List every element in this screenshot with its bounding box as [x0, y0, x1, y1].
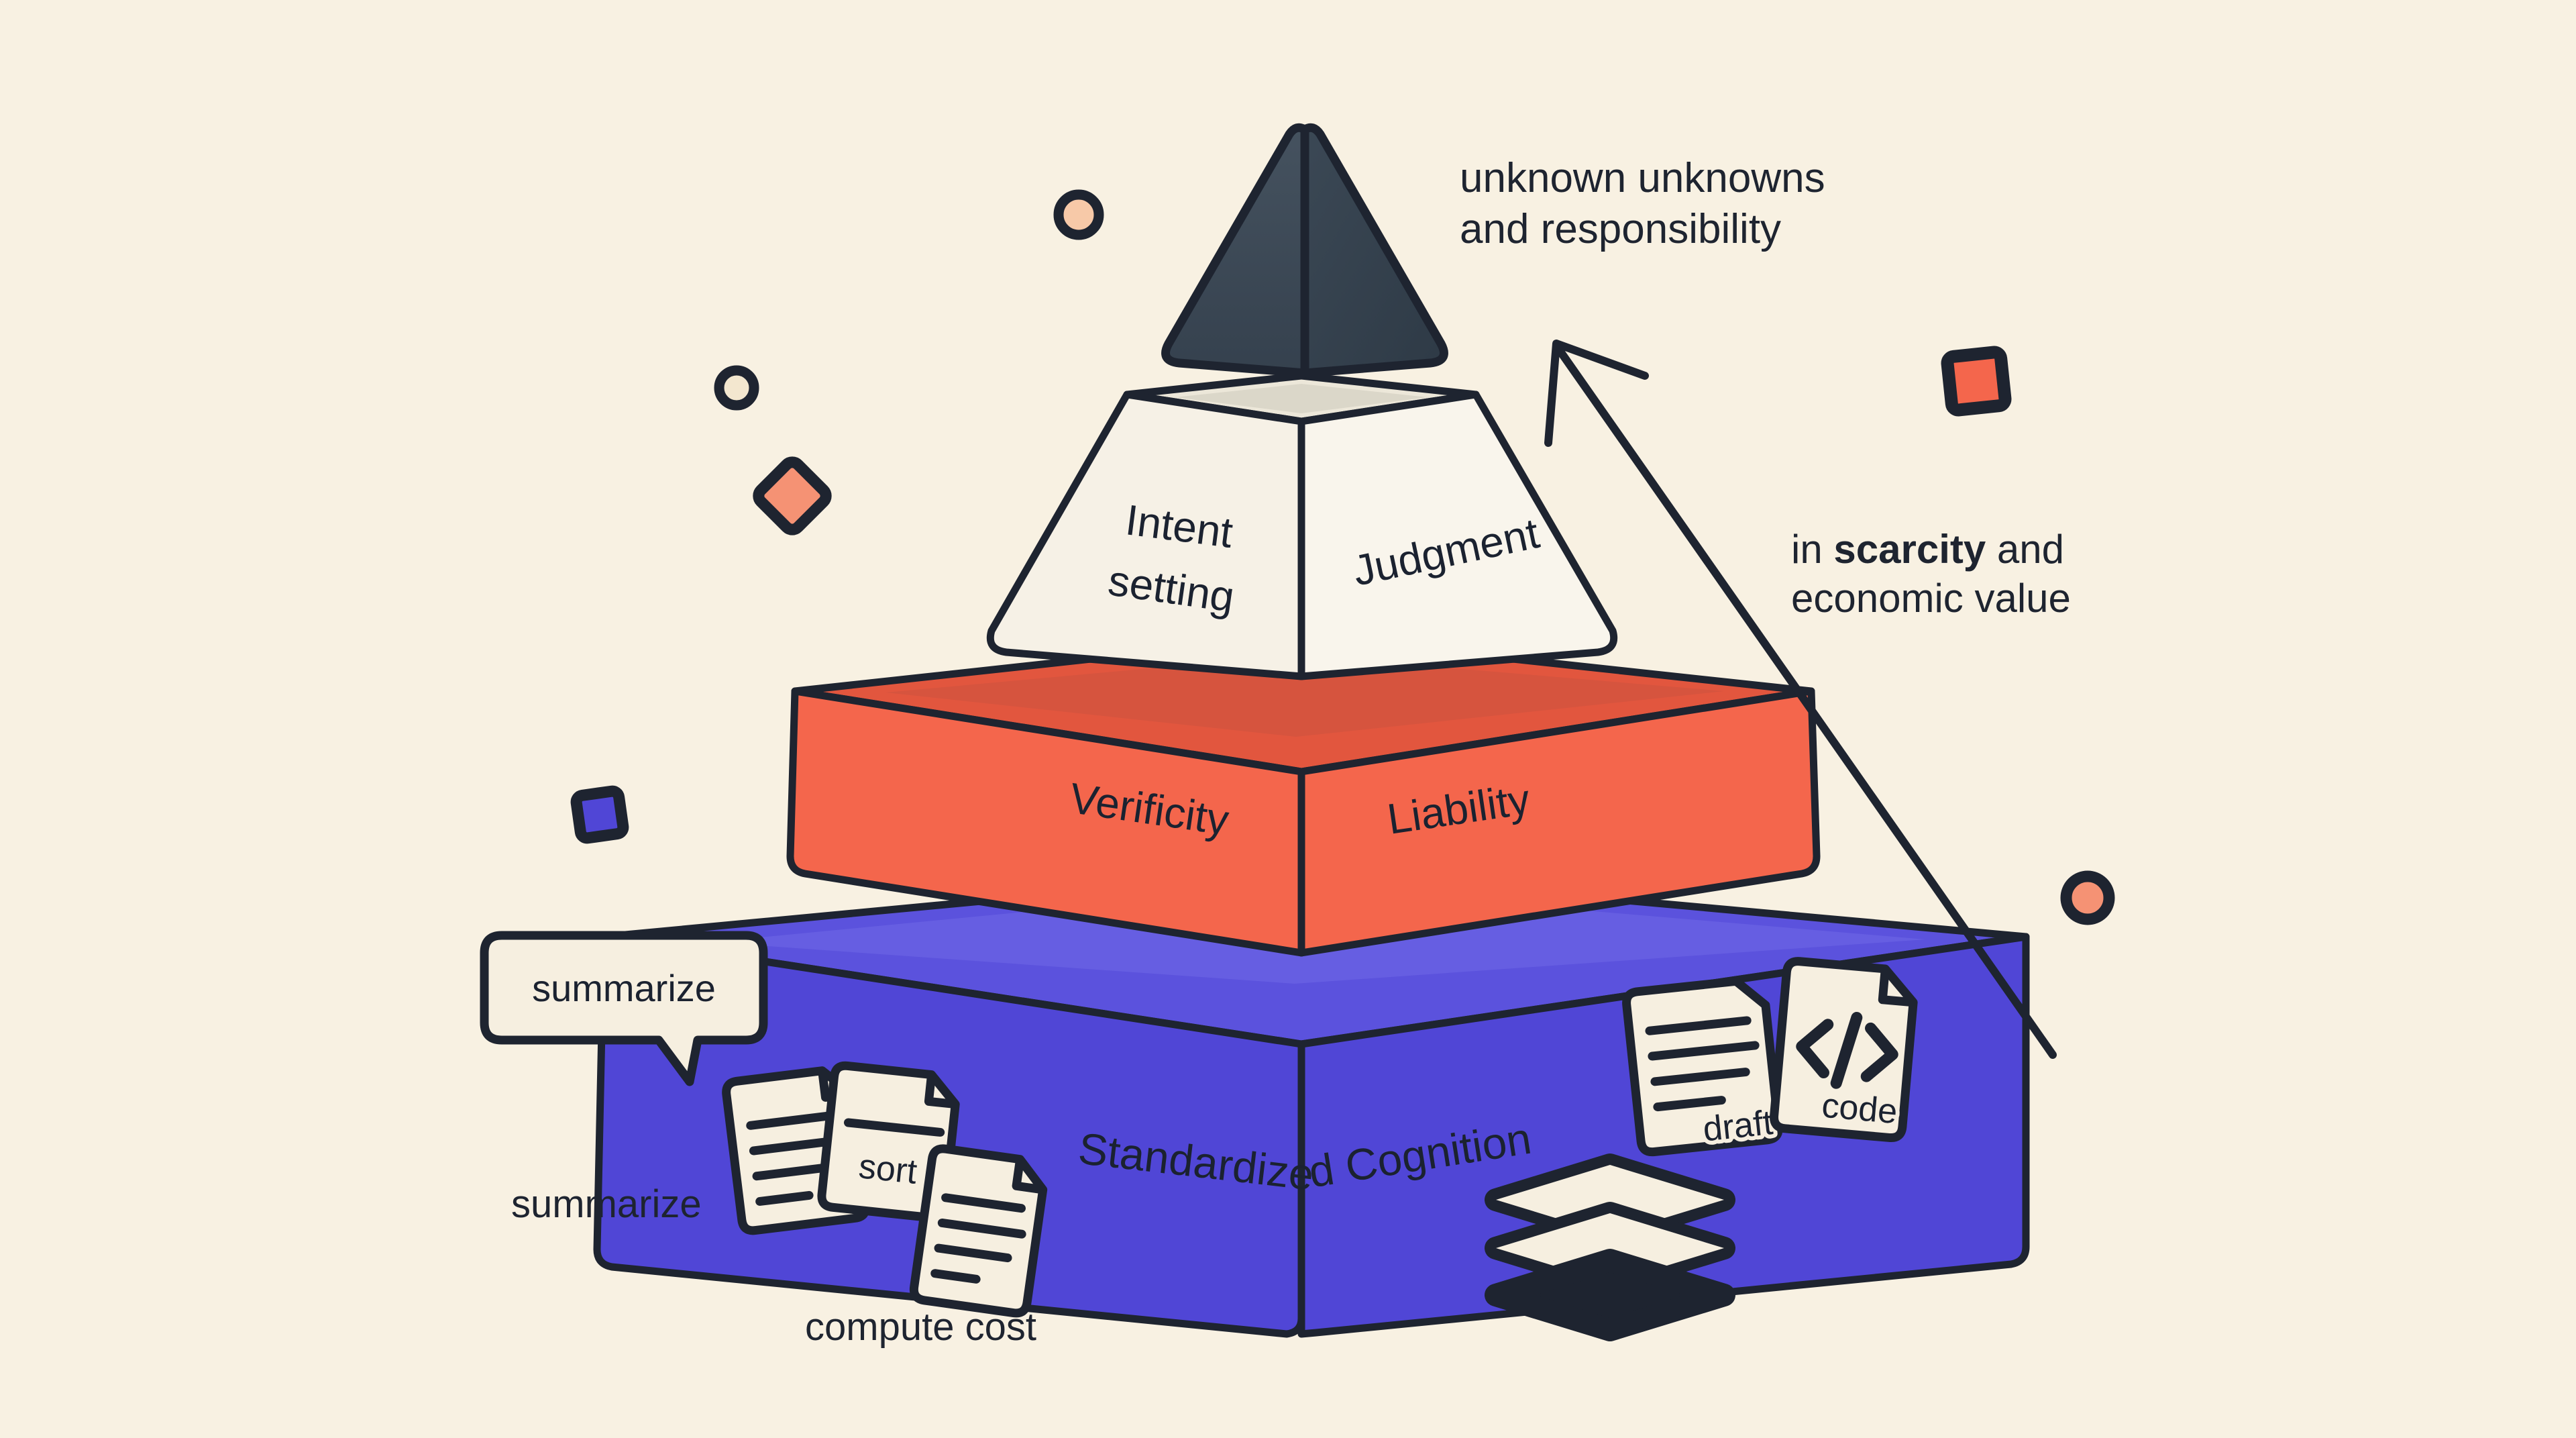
annotation-unknown-unknowns-line2: and responsibility: [1460, 205, 1782, 252]
arrow-head: [1544, 340, 1649, 447]
red-tier-left-face: [786, 687, 1305, 957]
value-arrow: [1544, 340, 2057, 1059]
annotation-scarcity-line2: economic value: [1791, 576, 2071, 621]
document-draft-label: draft: [1701, 1103, 1775, 1149]
annotation-scarcity-prefix: in: [1791, 527, 1834, 572]
doc-group-right: draft code: [1485, 957, 1918, 1341]
arrow-shaft: [1554, 344, 2057, 1059]
white-tier-plateau-shade: [1175, 384, 1428, 413]
decoration-layer: [570, 189, 2115, 925]
stacked-layers-icon: [1485, 1153, 1735, 1341]
decor-circle-outline-left: [714, 365, 759, 411]
label-summarize: summarize: [511, 1182, 702, 1226]
decor-circle-salmon-top-left: [1053, 189, 1104, 240]
document-sort-label: sort: [857, 1147, 919, 1192]
doc-group-left: sort: [722, 1061, 1048, 1318]
document-lined-2: [909, 1144, 1048, 1318]
tier-liability: Verificity Liability: [786, 632, 1821, 957]
decor-square-blue-left: [570, 785, 629, 844]
document-draft: draft: [1622, 976, 1783, 1157]
white-tier-left-face: [986, 391, 1305, 680]
speech-bubble-label: summarize: [532, 967, 716, 1009]
red-tier-highlight: [885, 655, 1724, 737]
annotation-scarcity-suffix: and: [1986, 527, 2065, 572]
label-compute-cost: compute cost: [805, 1305, 1036, 1349]
apex-cone: [1161, 123, 1448, 378]
annotation-scarcity-bold: scarcity: [1833, 527, 1986, 572]
red-tier-right-face: [1297, 687, 1821, 957]
decor-square-orange-right: [1941, 346, 2012, 417]
decor-diamond-salmon-left: [753, 456, 832, 535]
document-code-label: code: [1820, 1086, 1898, 1132]
code-angle-brackets-icon: [1796, 1012, 1898, 1089]
tier-judgment: Intent setting Judgment: [986, 372, 1618, 680]
annotation-unknown-unknowns-line1: unknown unknowns: [1460, 155, 1825, 201]
document-code: code: [1770, 957, 1918, 1143]
decor-circle-salmon-right: [2060, 870, 2115, 925]
apex-left-face: [1161, 123, 1309, 378]
apex-right-face: [1300, 123, 1448, 378]
speech-bubble-summarize[interactable]: summarize: [480, 931, 768, 1086]
white-tier-right-face: [1297, 391, 1618, 680]
speech-bubble-body: [480, 931, 768, 1086]
